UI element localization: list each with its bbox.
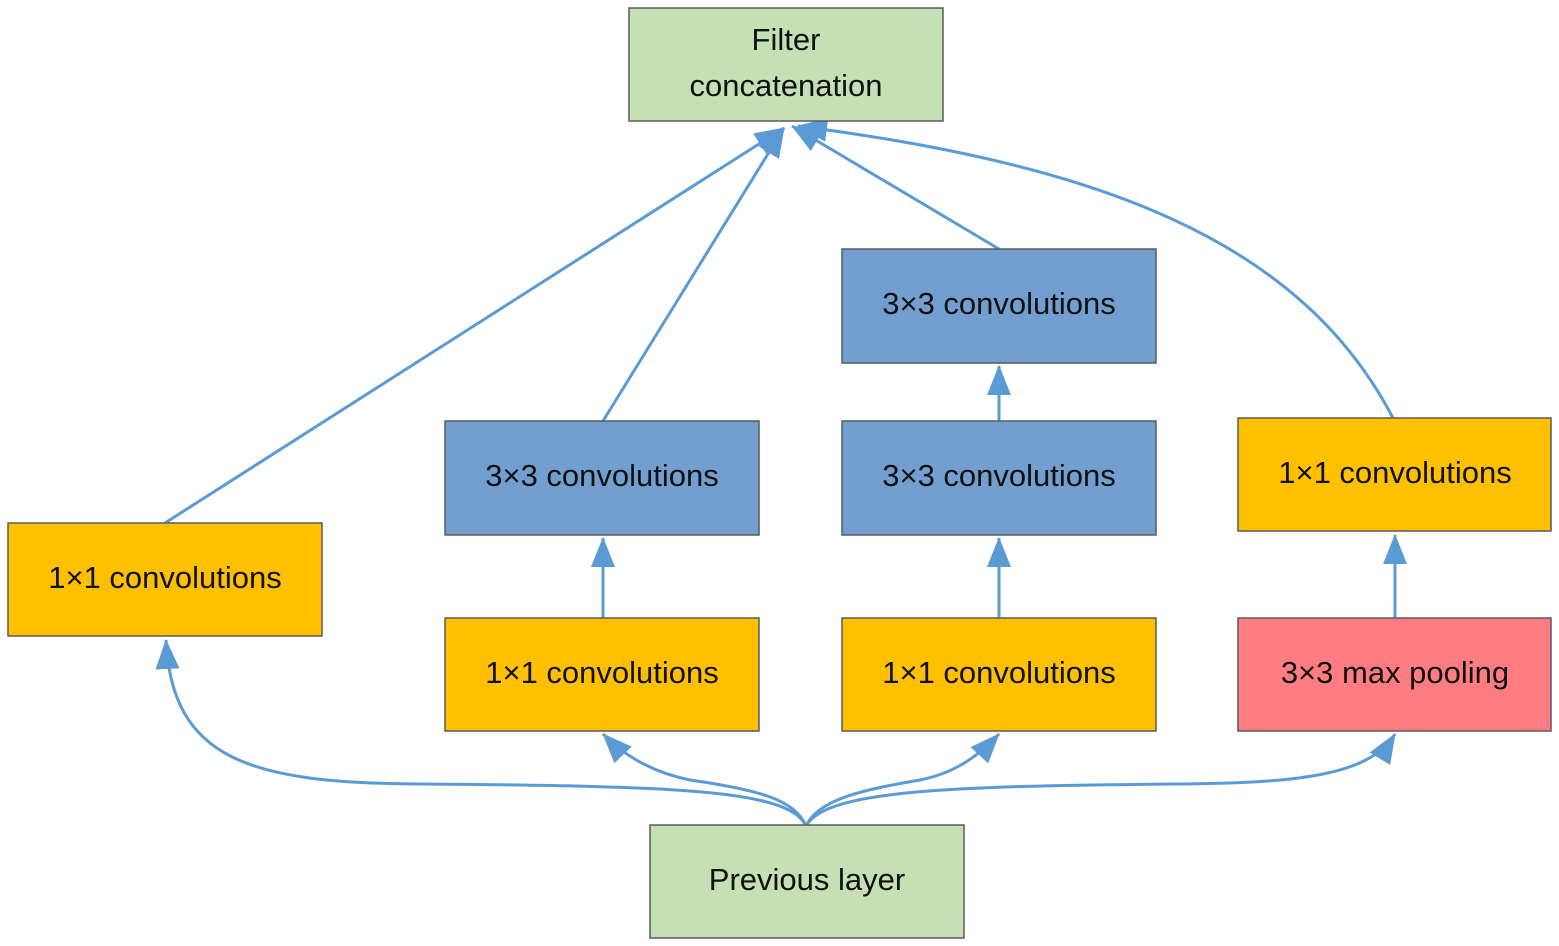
edges [155, 117, 1407, 827]
edge-branch4-to-concat [797, 117, 1395, 419]
branch2-conv1x1-label: 1×1 convolutions [485, 655, 719, 690]
branch4-maxpool-label: 3×3 max pooling [1281, 655, 1509, 690]
filter-concatenation-label-line2: concatenation [689, 68, 882, 103]
branch1-conv1x1-box: 1×1 convolutions [7, 522, 323, 637]
filter-concatenation-label-line1: Filter [752, 22, 821, 57]
branch2-conv1x1-box: 1×1 convolutions [444, 617, 760, 732]
branch4-maxpool-box: 3×3 max pooling [1237, 617, 1552, 732]
branch4-conv1x1-label: 1×1 convolutions [1278, 455, 1512, 490]
edge-previous-to-branch1 [155, 639, 808, 827]
previous-layer-label: Previous layer [709, 862, 905, 897]
nodes: Filter concatenation Previous layer 1×1 … [7, 7, 1552, 939]
edge-branch2-to-concat [601, 127, 786, 422]
branch2-conv3x3-label: 3×3 convolutions [485, 458, 719, 493]
branch3-conv3x3-lower-label: 3×3 convolutions [882, 458, 1116, 493]
branch4-conv1x1-box: 1×1 convolutions [1237, 417, 1552, 532]
branch3-conv3x3-lower-box: 3×3 convolutions [841, 420, 1157, 536]
edge-branch3-to-concat [791, 124, 1000, 251]
branch1-conv1x1-label: 1×1 convolutions [48, 560, 282, 595]
branch3-conv3x3-upper-label: 3×3 convolutions [882, 286, 1116, 321]
previous-layer-box: Previous layer [649, 824, 965, 939]
branch2-conv3x3-box: 3×3 convolutions [444, 420, 760, 536]
edge-branch1-to-concat [164, 126, 785, 525]
branch3-conv1x1-label: 1×1 convolutions [882, 655, 1116, 690]
edge-previous-to-branch4 [804, 733, 1397, 827]
edge-previous-to-branch2 [601, 732, 808, 827]
filter-concatenation-box: Filter concatenation [628, 7, 944, 122]
branch3-conv3x3-upper-box: 3×3 convolutions [841, 248, 1157, 364]
branch3-conv1x1-box: 1×1 convolutions [841, 617, 1157, 732]
edge-previous-to-branch3 [804, 732, 1001, 827]
